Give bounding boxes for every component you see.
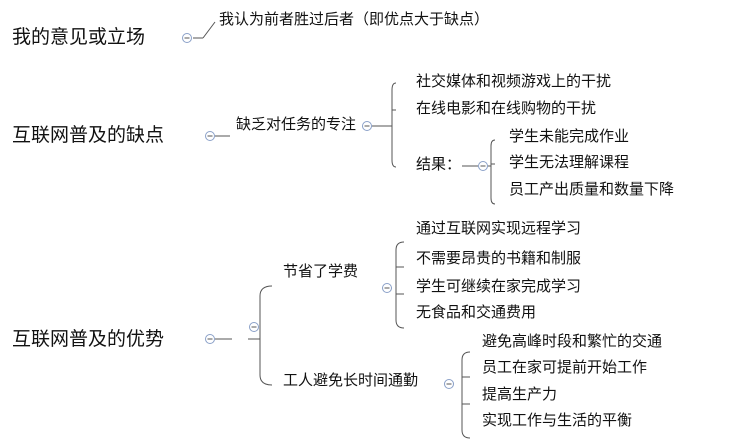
item-distraction-movies-shopping[interactable]: 在线电影和在线购物的干扰 (416, 99, 597, 117)
savings-item[interactable]: 学生可继续在家完成学习 (416, 277, 582, 295)
result-item[interactable]: 员工产出质量和数量下降 (509, 180, 675, 198)
root-topic-advantages[interactable]: 互联网普及的优势 (12, 328, 165, 350)
branch-savings[interactable]: 节省了学费 (283, 262, 359, 280)
connector (202, 21, 216, 39)
bracket (395, 241, 405, 329)
bracket (384, 82, 397, 168)
collapse-toggle[interactable] (444, 379, 454, 389)
result-label[interactable]: 结果： (416, 155, 462, 173)
bracket (487, 139, 496, 205)
collapse-toggle[interactable] (362, 121, 372, 131)
bracket (259, 285, 273, 386)
result-item[interactable]: 学生未能完成作业 (509, 127, 630, 145)
bracket (461, 351, 471, 439)
savings-item[interactable]: 通过互联网实现远程学习 (416, 219, 582, 237)
result-item[interactable]: 学生无法理解课程 (509, 153, 630, 171)
branch-avoid-commute[interactable]: 工人避免长时间通勤 (283, 371, 419, 389)
commute-item[interactable]: 实现工作与生活的平衡 (482, 411, 633, 429)
collapse-toggle[interactable] (182, 33, 192, 43)
collapse-toggle[interactable] (478, 161, 488, 171)
commute-item[interactable]: 员工在家可提前开始工作 (482, 358, 648, 376)
root-topic-opinion[interactable]: 我的意见或立场 (12, 26, 146, 48)
root-topic-disadvantages[interactable]: 互联网普及的缺点 (12, 124, 165, 146)
item-distraction-social-media[interactable]: 社交媒体和视频游戏上的干扰 (416, 72, 612, 90)
commute-item[interactable]: 提高生产力 (482, 385, 558, 403)
collapse-toggle[interactable] (382, 283, 392, 293)
savings-item[interactable]: 无食品和交通费用 (416, 303, 537, 321)
commute-item[interactable]: 避免高峰时段和繁忙的交通 (482, 332, 663, 350)
collapse-toggle[interactable] (249, 322, 259, 332)
collapse-toggle[interactable] (205, 131, 215, 141)
savings-item[interactable]: 不需要昂贵的书籍和制服 (416, 249, 582, 267)
branch-lack-of-focus[interactable]: 缺乏对任务的专注 (236, 115, 357, 133)
opinion-point[interactable]: 我认为前者胜过后者（即优点大于缺点） (219, 10, 490, 28)
collapse-toggle[interactable] (205, 334, 215, 344)
